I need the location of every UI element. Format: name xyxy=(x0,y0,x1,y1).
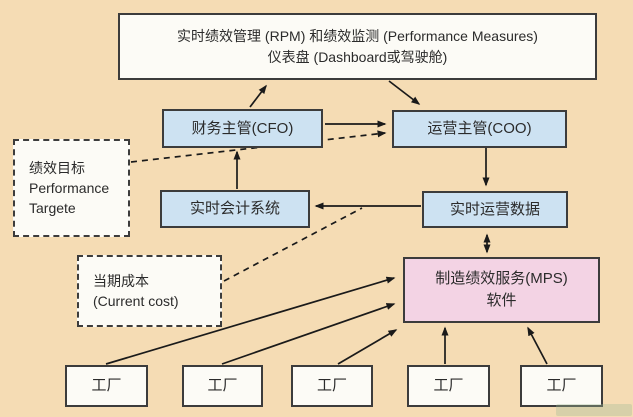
node-factory-3: 工厂 xyxy=(291,365,373,407)
node-mps-software: 制造绩效服务(MPS) 软件 xyxy=(403,257,600,323)
watermark-smudge xyxy=(556,404,632,416)
node-realtime-accounting: 实时会计系统 xyxy=(160,190,310,228)
arrow-dashboard-to-coo xyxy=(388,80,421,105)
mps-line1: 制造绩效服务(MPS) xyxy=(435,270,568,288)
coo-label: 运营主管(COO) xyxy=(427,120,532,138)
arrow-factory3-to-mps xyxy=(337,329,398,365)
targets-line1: 绩效目标 xyxy=(29,159,85,176)
node-dashboard: 实时绩效管理 (RPM) 和绩效监测 (Performance Measures… xyxy=(118,13,597,80)
node-cfo: 财务主管(CFO) xyxy=(162,109,323,148)
cfo-label: 财务主管(CFO) xyxy=(191,119,294,137)
targets-line2: Performance xyxy=(29,179,110,196)
targets-line3: Targete xyxy=(29,200,76,217)
dashboard-title-line2: 仪表盘 (Dashboard或驾驶舱) xyxy=(267,48,448,65)
current-cost-line2: (Current cost) xyxy=(93,293,179,309)
mps-line2: 软件 xyxy=(486,292,517,309)
node-factory-1: 工厂 xyxy=(65,365,148,407)
node-factory-4: 工厂 xyxy=(407,365,490,407)
current-cost-line1: 当期成本 xyxy=(93,272,149,289)
node-current-cost: 当期成本 (Current cost) xyxy=(77,255,222,327)
opsdata-label: 实时运营数据 xyxy=(449,200,540,218)
node-factory-5: 工厂 xyxy=(520,365,603,407)
factory-5-label: 工厂 xyxy=(546,377,577,395)
factory-1-label: 工厂 xyxy=(91,377,122,395)
node-realtime-ops-data: 实时运营数据 xyxy=(422,191,568,228)
factory-4-label: 工厂 xyxy=(433,377,464,395)
node-performance-targets: 绩效目标 Performance Targete xyxy=(13,139,130,237)
arrow-factory2-to-mps xyxy=(221,303,396,365)
factory-3-label: 工厂 xyxy=(316,377,347,395)
factory-2-label: 工厂 xyxy=(207,377,238,395)
accounting-label: 实时会计系统 xyxy=(189,200,280,218)
arrow-factory5-to-mps xyxy=(527,326,548,365)
arrow-cfo-to-dashboard xyxy=(249,84,267,108)
node-factory-2: 工厂 xyxy=(182,365,263,407)
node-coo: 运营主管(COO) xyxy=(392,110,567,148)
dashboard-title-line1: 实时绩效管理 (RPM) 和绩效监测 (Performance Measures… xyxy=(177,28,538,45)
